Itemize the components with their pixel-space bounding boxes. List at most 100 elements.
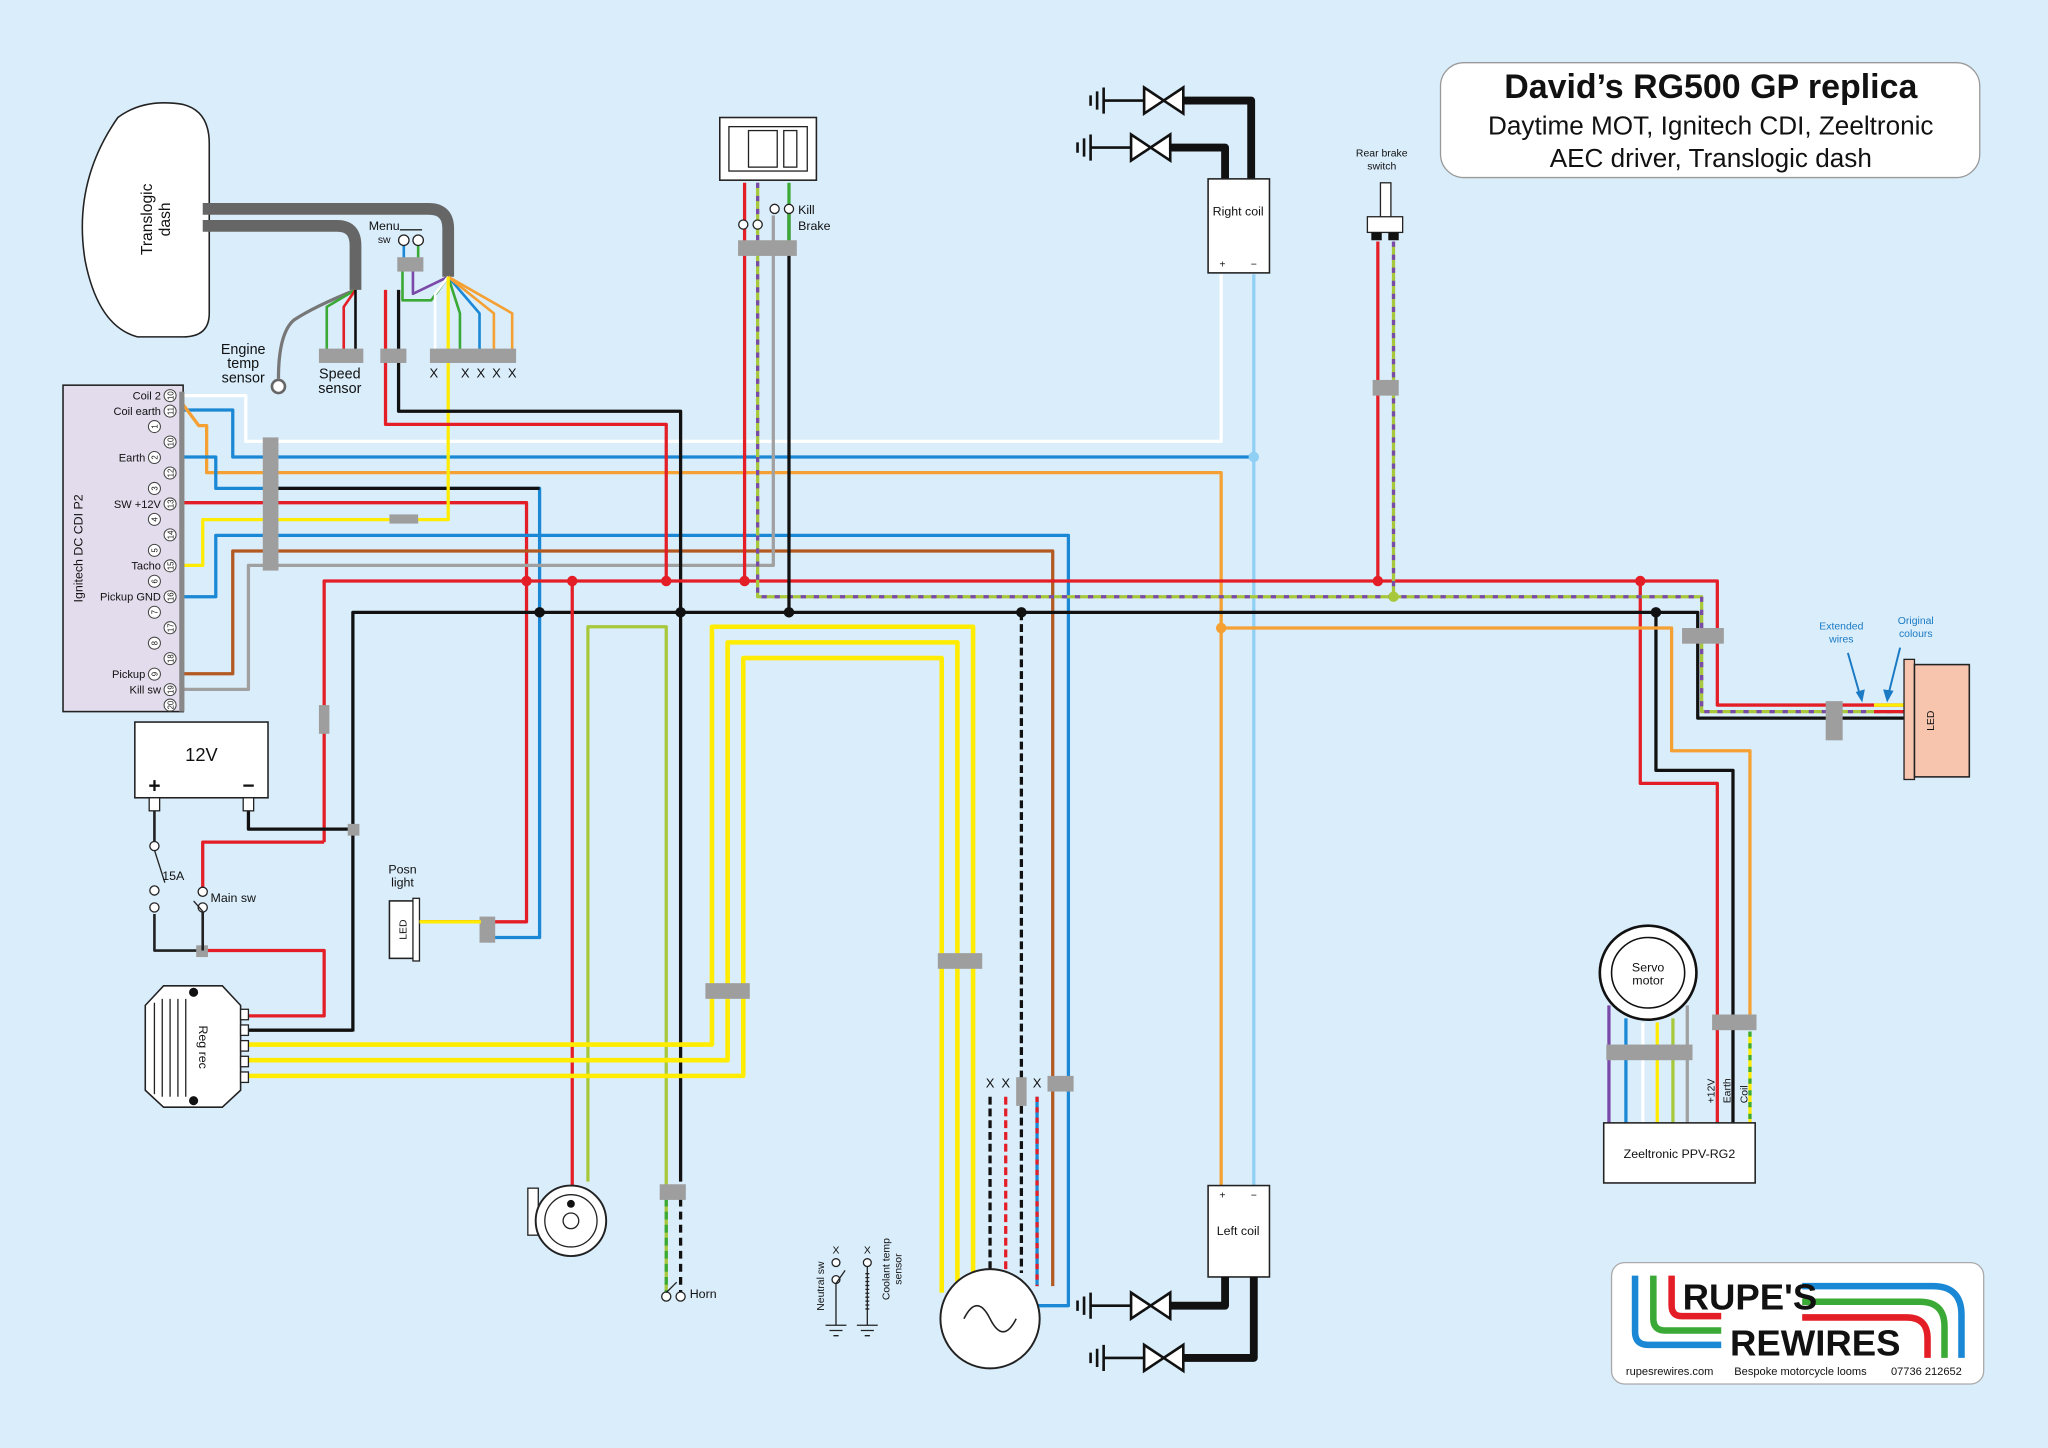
left-coil-plus: +	[1219, 1191, 1225, 1202]
rear-brake-connector	[1372, 379, 1399, 396]
tail-led-label: LED	[1926, 710, 1937, 731]
posn-light-label: Posn	[388, 863, 416, 877]
unused-mark: X	[429, 365, 438, 380]
cdi-pin	[147, 636, 161, 650]
alternator-connector	[937, 953, 983, 969]
logo-phone: 07736 212652	[1891, 1366, 1962, 1378]
regrec-alt-connector	[705, 983, 750, 999]
neutral-switch: X Neutral sw	[816, 1245, 847, 1337]
unused-mark: X	[864, 1245, 871, 1256]
cdi-pin-number: 13	[166, 499, 175, 508]
wire-red-main-sw	[201, 840, 325, 888]
dash-cable-2	[202, 220, 362, 290]
cdi-pin-number: 17	[166, 623, 175, 632]
posn-light-connector	[479, 916, 496, 943]
junction-dot	[521, 575, 532, 587]
wire-lime-horn	[586, 625, 668, 1293]
junction-dot	[1248, 451, 1260, 463]
cdi-pin	[147, 574, 161, 588]
diagram-subtitle-2: AEC driver, Translogic dash	[1550, 143, 1872, 173]
cdi-pin-number: 10	[166, 437, 175, 446]
cdi-connector	[262, 437, 279, 571]
servo-label: Servo	[1632, 960, 1664, 974]
cdi-pin-label: Tacho	[131, 561, 161, 573]
wire-red-zeeltronic	[1638, 581, 1719, 1123]
diagram-subtitle-1: Daytime MOT, Ignitech CDI, Zeeltronic	[1488, 110, 1933, 140]
cdi-pin	[147, 420, 161, 434]
extended-wires-label: Extended	[1819, 621, 1863, 632]
speed-sensor-connector	[318, 348, 364, 363]
main-switch: Main sw	[193, 886, 256, 951]
left-coil-label: Left coil	[1217, 1224, 1260, 1238]
wires	[153, 182, 1907, 1308]
unused-mark: X	[492, 365, 501, 380]
menu-switch-contact	[397, 234, 410, 247]
earth-connector	[347, 823, 360, 836]
cdi-label: Ignitech DC CDI P2	[72, 494, 86, 602]
cdi-pin	[147, 667, 161, 681]
dash-cable-1	[202, 203, 455, 277]
junction-dot	[675, 607, 686, 618]
red-inline-connector	[318, 705, 330, 734]
posn-light-label-2: light	[391, 876, 414, 890]
unused-mark: X	[508, 365, 517, 380]
dash-power-connector	[380, 348, 407, 363]
junction-dot	[783, 607, 795, 618]
wire-red-regrec-charge	[202, 948, 326, 1018]
left-coil: Left coil + −	[1207, 1184, 1271, 1278]
junction-dots	[521, 451, 1662, 634]
cdi-pin-number: 20	[166, 700, 175, 709]
cdi-pin-number: 11	[166, 407, 175, 415]
right-coil-minus: −	[1251, 260, 1257, 271]
coolant-temp-label-2: sensor	[893, 1253, 904, 1285]
battery-voltage: 12V	[185, 744, 218, 765]
cdi-pin-number: 16	[166, 592, 175, 601]
left-coil-plugs	[1076, 1276, 1258, 1374]
cdi-pin	[163, 559, 177, 573]
cdi-pin	[147, 543, 161, 557]
junction-dot	[1388, 591, 1399, 602]
unused-mark: X	[986, 1076, 995, 1091]
tacho-connector	[389, 514, 419, 524]
cdi-pin	[147, 512, 161, 526]
original-colours-label: Original	[1898, 616, 1934, 627]
junction-dot	[1372, 575, 1384, 587]
cdi-pin	[163, 698, 177, 712]
cdi-pin-number: 14	[166, 530, 175, 539]
cdi-pin-label: Coil 2	[133, 391, 161, 403]
wire-white-coil2	[183, 274, 1223, 443]
cdi-pin	[163, 497, 177, 511]
cdi-pin	[147, 450, 161, 465]
engine-temp-label-3: sensor	[222, 371, 265, 387]
engine-temp-sensor-icon	[270, 378, 287, 395]
tail-light-connector	[1825, 701, 1843, 741]
menu-wire-purple	[411, 267, 449, 296]
cdi-pin	[147, 605, 161, 619]
wire-yellow-alt-1	[243, 624, 976, 1293]
cdi-pin-number: 9	[151, 672, 160, 676]
zeeltronic-label: Zeeltronic PPV-RG2	[1624, 1147, 1736, 1161]
engine-temp-label: Engine	[221, 342, 266, 358]
cdi-pin-label: Kill sw	[130, 685, 162, 697]
cdi-pin-number: 19	[166, 685, 175, 694]
cdi-pin-label: Pickup	[112, 669, 145, 681]
battery: 12V + −	[134, 721, 269, 812]
zeeltronic-unit: +12V Earth Coil Zeeltronic PPV-RG2	[1602, 1078, 1756, 1184]
horn-connector	[659, 1184, 686, 1200]
cdi-pin-label: SW +12V	[114, 499, 162, 511]
cdi-pin-label: Earth	[119, 452, 145, 464]
cdi-pin-label: Pickup GND	[100, 592, 161, 604]
arrow-icon	[1887, 647, 1902, 695]
dash-wire-white	[433, 276, 450, 353]
cdi-pin	[163, 528, 177, 542]
kill-label: Kill	[798, 203, 815, 217]
unused-mark: X	[461, 365, 470, 380]
wire-brown-pickup	[183, 549, 1055, 1287]
fuse-label: 15A	[162, 869, 185, 883]
cdi-pin-number: 3	[151, 486, 160, 491]
wire-red-main-bus	[322, 579, 1907, 843]
tail-light: Extended wires Original colours LED	[1819, 616, 1971, 781]
cdi-pin-number: 8	[151, 640, 160, 645]
ac-symbol-icon	[963, 1304, 1017, 1333]
